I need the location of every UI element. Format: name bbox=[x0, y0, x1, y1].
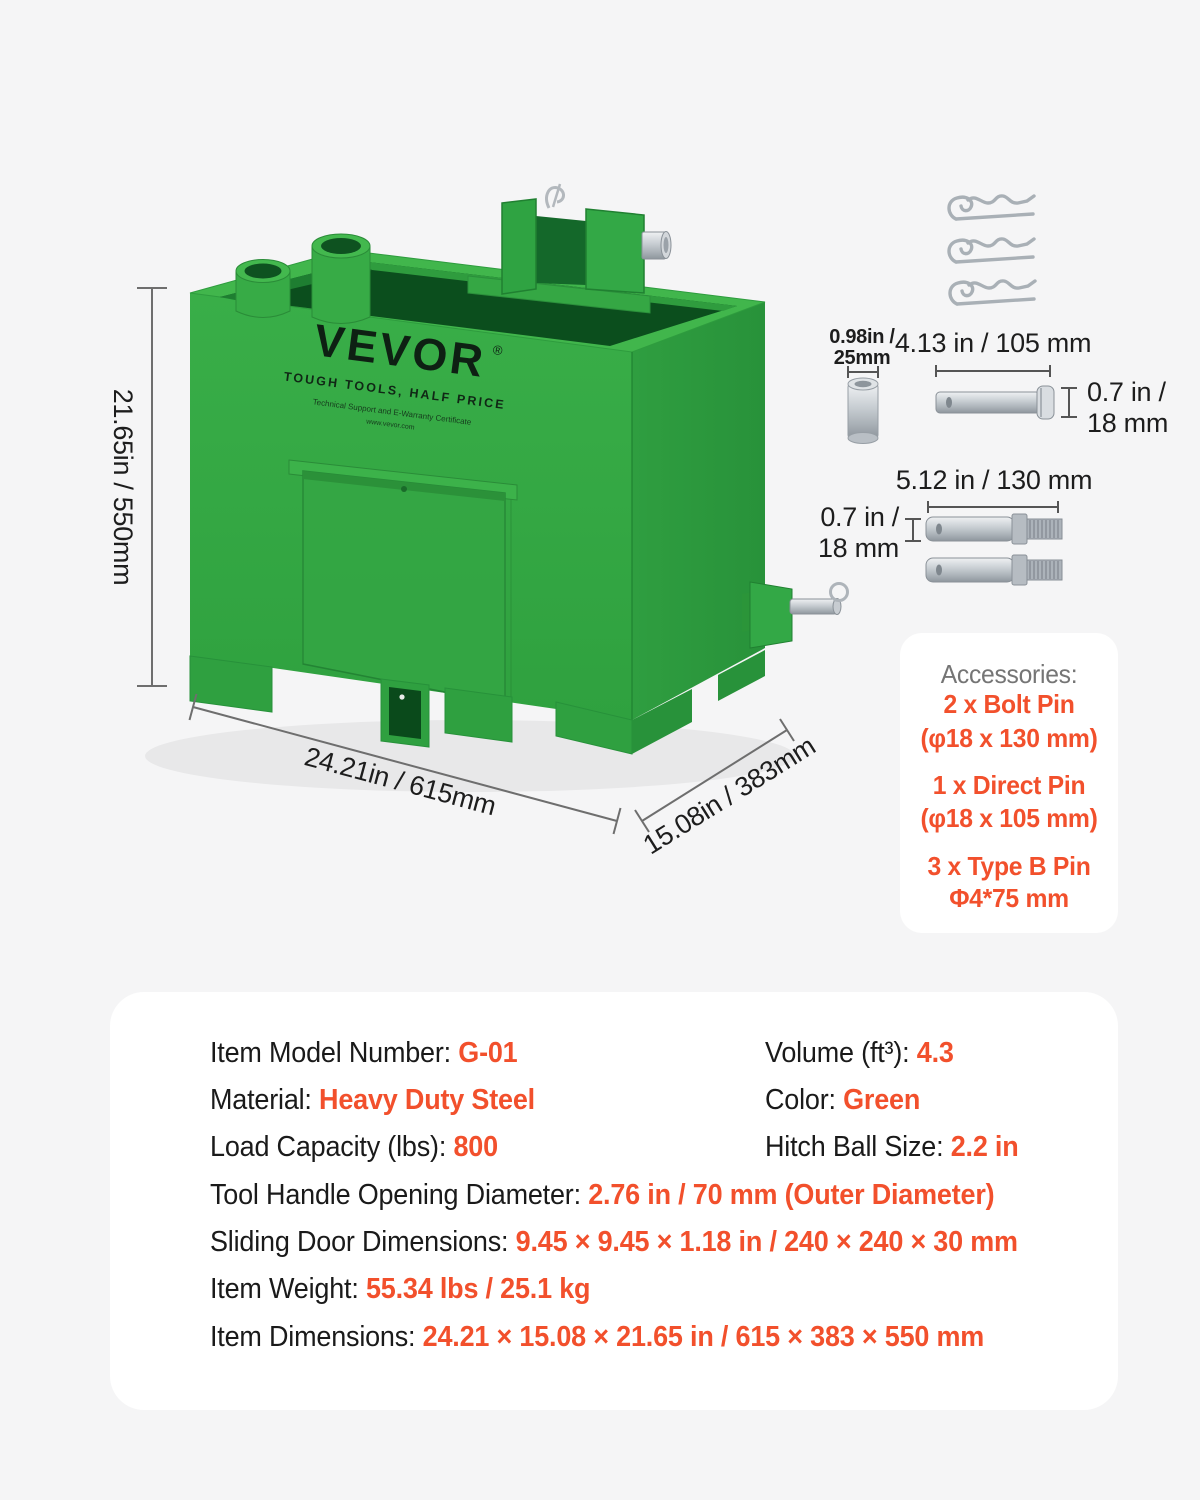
accessory-item: 3 x Type B Pin bbox=[927, 851, 1091, 881]
direct-pin-dia-line1: 0.7 in / bbox=[1087, 377, 1166, 407]
spec-label: Load Capacity (lbs): bbox=[210, 1131, 454, 1163]
box-right-face bbox=[632, 302, 765, 720]
spec-value: 9.45 × 9.45 × 1.18 in / 240 × 240 × 30 m… bbox=[515, 1226, 1018, 1258]
bolt-pin-2 bbox=[925, 554, 1063, 586]
ballast-box: VEVOR ® TOUGH TOOLS, HALF PRICE Technica… bbox=[189, 183, 849, 755]
spec-value: 2.2 in bbox=[950, 1131, 1019, 1163]
spec-label: Material: bbox=[210, 1084, 320, 1116]
spec-value: 24.21 × 15.08 × 21.65 in / 615 × 383 × 5… bbox=[422, 1321, 985, 1353]
bushing-dim-line2: 25mm bbox=[834, 347, 891, 369]
dimension-depth bbox=[634, 718, 795, 833]
accessory-item: 2 x Bolt Pin bbox=[943, 689, 1075, 719]
spec-label: Sliding Door Dimensions: bbox=[210, 1226, 516, 1258]
accessory-item-spec: (φ18 x 130 mm) bbox=[920, 723, 1098, 753]
spec-label: Item Dimensions: bbox=[210, 1321, 423, 1353]
side-hitch-pin bbox=[742, 581, 849, 649]
hitch-pin-hole bbox=[399, 694, 405, 700]
direct-pin-dia-line2: 18 mm bbox=[1087, 408, 1168, 438]
spec-model-number: Item Model Number: G-01 bbox=[210, 1036, 518, 1070]
top-link-bracket bbox=[467, 183, 672, 314]
spec-value: Green bbox=[843, 1084, 921, 1116]
dimension-height bbox=[137, 287, 167, 687]
direct-pin-length-label: 4.13 in / 105 mm bbox=[895, 328, 1091, 358]
specifications-card: Item Model Number: G-01 Volume (ft³): 4.… bbox=[110, 992, 1118, 1410]
door-screw bbox=[401, 486, 407, 492]
spec-label: Item Model Number: bbox=[210, 1037, 459, 1069]
accessory-item-spec: Φ4*75 mm bbox=[949, 883, 1069, 913]
bolt-pin-dia-line1: 0.7 in / bbox=[820, 502, 899, 532]
product-illustration: VEVOR ® TOUGH TOOLS, HALF PRICE Technica… bbox=[108, 183, 1168, 860]
spec-label: Item Weight: bbox=[210, 1273, 366, 1305]
spec-value: 2.76 in / 70 mm (Outer Diameter) bbox=[588, 1179, 995, 1211]
tool-handle-tube-left bbox=[235, 259, 291, 318]
accessories-card: Accessories: 2 x Bolt Pin (φ18 x 130 mm)… bbox=[900, 633, 1118, 933]
spec-item-dimensions: Item Dimensions: 24.21 × 15.08 × 21.65 i… bbox=[210, 1320, 984, 1354]
spec-label: Hitch Ball Size: bbox=[765, 1131, 951, 1163]
spec-value: 4.3 bbox=[916, 1037, 954, 1069]
spec-color: Color: Green bbox=[765, 1083, 920, 1117]
accessories-title: Accessories: bbox=[940, 659, 1078, 689]
type-b-pin-2 bbox=[947, 237, 1036, 264]
top-link-r-clip bbox=[545, 183, 565, 209]
sliding-door bbox=[288, 459, 518, 706]
tool-handle-tube-right bbox=[311, 233, 371, 324]
spec-label: Color: bbox=[765, 1084, 844, 1116]
spec-label: Tool Handle Opening Diameter: bbox=[210, 1179, 589, 1211]
spec-volume: Volume (ft³): 4.3 bbox=[765, 1036, 954, 1070]
direct-pin-callout: 4.13 in / 105 mm 0.7 in / 18 mm bbox=[895, 328, 1168, 438]
spec-load-capacity: Load Capacity (lbs): 800 bbox=[210, 1130, 498, 1164]
spec-hitch-ball-size: Hitch Ball Size: 2.2 in bbox=[765, 1130, 1019, 1164]
spec-label: Volume (ft³): bbox=[765, 1037, 917, 1069]
spec-sliding-door-dimensions: Sliding Door Dimensions: 9.45 × 9.45 × 1… bbox=[210, 1225, 1018, 1259]
type-b-pin-3 bbox=[948, 279, 1037, 306]
type-b-pin-1 bbox=[947, 194, 1036, 221]
spec-value: 55.34 lbs / 25.1 kg bbox=[365, 1273, 591, 1305]
bushing-dim-line1: 0.98in / bbox=[829, 326, 895, 348]
spec-value: 800 bbox=[453, 1131, 498, 1163]
bolt-pin-1 bbox=[925, 513, 1063, 545]
accessory-item-spec: (φ18 x 105 mm) bbox=[920, 803, 1098, 833]
spec-material: Material: Heavy Duty Steel bbox=[210, 1083, 535, 1117]
brand-reg-mark: ® bbox=[492, 342, 504, 358]
accessory-item: 1 x Direct Pin bbox=[932, 770, 1086, 800]
height-dimension-label: 21.65in / 550mm bbox=[108, 389, 138, 586]
spec-value: Heavy Duty Steel bbox=[319, 1084, 535, 1116]
dimension-width bbox=[188, 693, 622, 835]
spec-item-weight: Item Weight: 55.34 lbs / 25.1 kg bbox=[210, 1272, 591, 1306]
box-base bbox=[189, 650, 765, 755]
side-pin-r-clip bbox=[829, 582, 849, 602]
bolt-pin-dia-line2: 18 mm bbox=[818, 533, 899, 563]
spec-value: G-01 bbox=[458, 1037, 518, 1069]
bushing-callout: 0.98in / 25mm bbox=[829, 326, 896, 444]
spec-tool-handle-diameter: Tool Handle Opening Diameter: 2.76 in / … bbox=[210, 1178, 995, 1212]
bolt-pin-length-label: 5.12 in / 130 mm bbox=[896, 465, 1092, 495]
bolt-pin-callout: 5.12 in / 130 mm 0.7 in / 18 mm bbox=[818, 465, 1092, 586]
